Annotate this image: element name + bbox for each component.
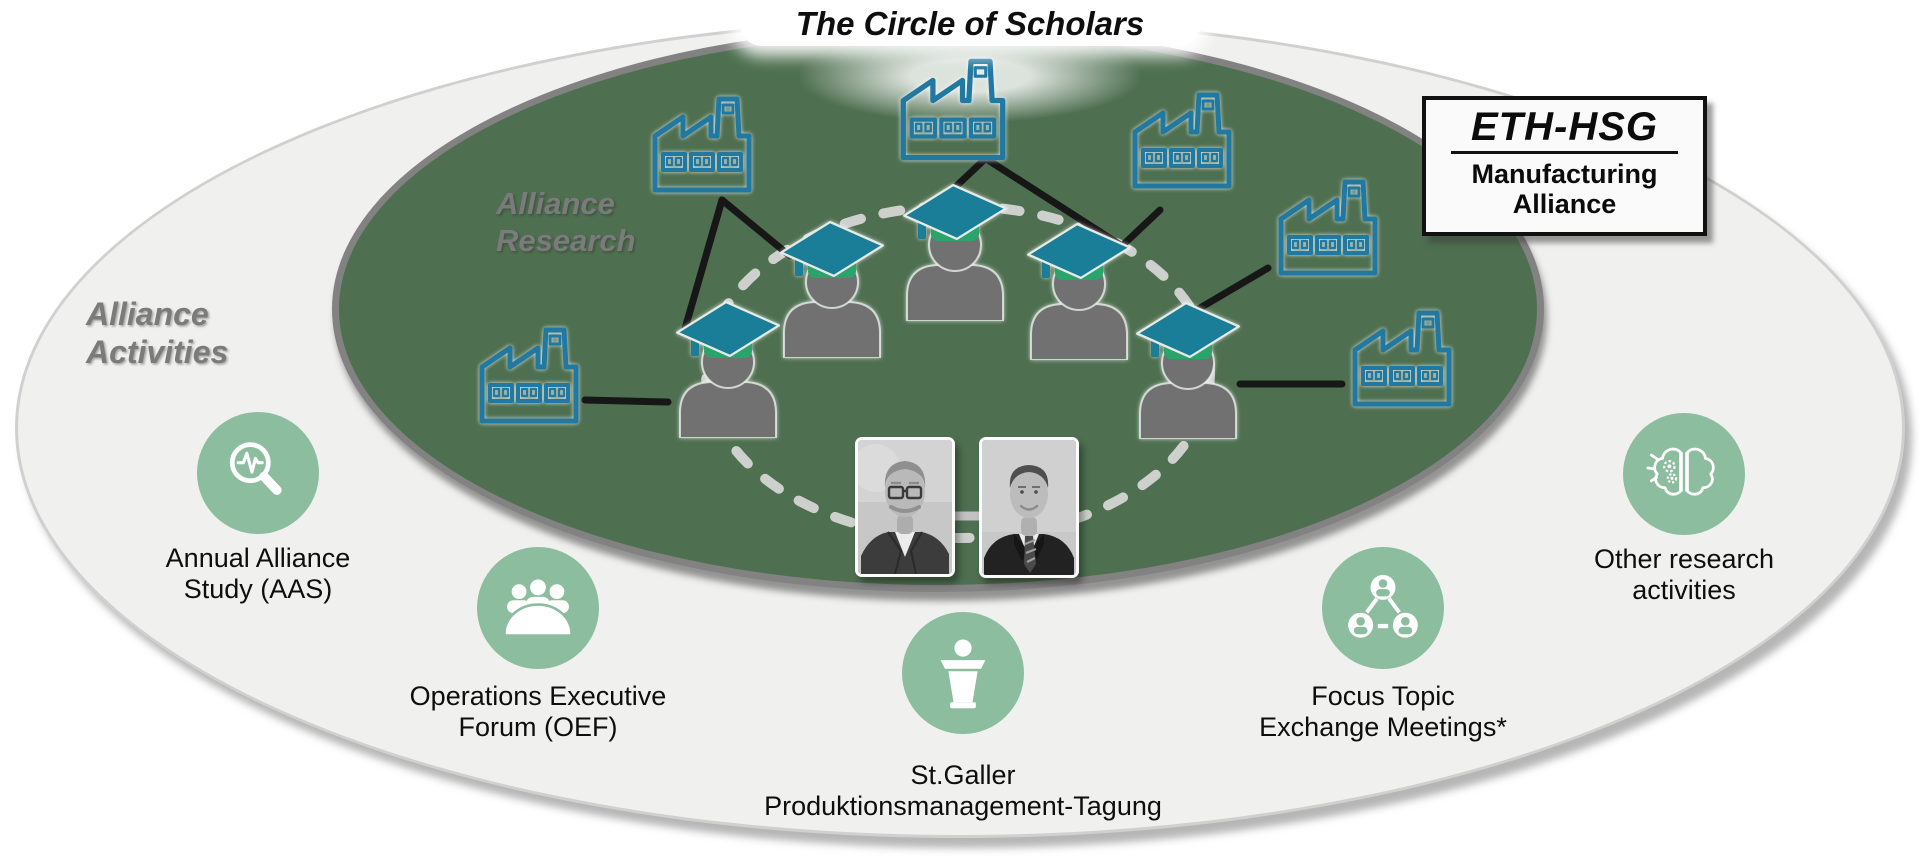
factory-icon (1350, 308, 1454, 408)
activity-focus-topic-exchange: Focus Topic Exchange Meetings* (1203, 547, 1563, 744)
label-line: Study (AAS) (183, 574, 333, 605)
diagram-title: The Circle of Scholars (740, 2, 1200, 46)
label-line: Alliance (86, 296, 209, 332)
factory-icon (650, 94, 754, 194)
activity-label: Operations Executive Forum (OEF) (348, 681, 728, 744)
label-line: Alliance (496, 186, 615, 221)
factory-icon (1276, 177, 1380, 277)
activity-label: Other research activities (1524, 544, 1844, 607)
badge-subtitle: Manufacturing Alliance (1471, 159, 1658, 220)
magnifier-pulse-icon (197, 412, 319, 534)
label-line: Annual Alliance (165, 543, 351, 573)
label-line: activities (1632, 575, 1736, 606)
activity-other-research: Other research activities (1524, 413, 1844, 607)
brain-gears-icon (1623, 413, 1745, 535)
activity-annual-alliance-study: Annual Alliance Study (AAS) (68, 412, 448, 606)
activity-stgaller-tagung: St.Galler Produktionsmanagement-Tagung (733, 612, 1193, 823)
activity-label: Focus Topic Exchange Meetings* (1203, 681, 1563, 744)
alliance-activities-label: Alliance Activities (86, 296, 228, 372)
badge-divider (1450, 151, 1679, 154)
label-line: Other research (1593, 544, 1775, 574)
label-line: Focus Topic (1311, 681, 1455, 711)
label-line: Research (496, 222, 636, 258)
graduate-scholar-icon (674, 300, 782, 438)
label-line: Exchange Meetings* (1259, 712, 1507, 743)
alliance-research-label: Alliance Research (496, 186, 636, 259)
label-line: St.Galler (910, 760, 1016, 790)
meeting-people-icon (477, 547, 599, 669)
activity-label: Annual Alliance Study (AAS) (68, 543, 448, 606)
badge-title: ETH-HSG (1471, 105, 1658, 149)
factory-icon (477, 325, 581, 425)
graduate-scholar-icon (1134, 301, 1242, 439)
factory-icon (1130, 90, 1234, 190)
portrait-photo (979, 437, 1079, 578)
activity-label: St.Galler Produktionsmanagement-Tagung (733, 760, 1193, 823)
network-people-icon (1322, 547, 1444, 669)
graduate-scholar-icon (1025, 222, 1133, 360)
label-line: Produktionsmanagement-Tagung (764, 791, 1162, 822)
podium-speaker-icon (902, 612, 1024, 734)
graduate-scholar-icon (778, 220, 886, 358)
label-line: Activities (86, 333, 229, 370)
activity-operations-executive-forum: Operations Executive Forum (OEF) (348, 547, 728, 744)
factory-icon (898, 56, 1008, 162)
graduate-scholar-icon (901, 183, 1009, 321)
label-line: Operations Executive (409, 681, 667, 711)
eth-hsg-badge: ETH-HSG Manufacturing Alliance (1422, 96, 1707, 236)
portrait-photo (855, 437, 955, 577)
label-line: Forum (OEF) (458, 712, 618, 743)
